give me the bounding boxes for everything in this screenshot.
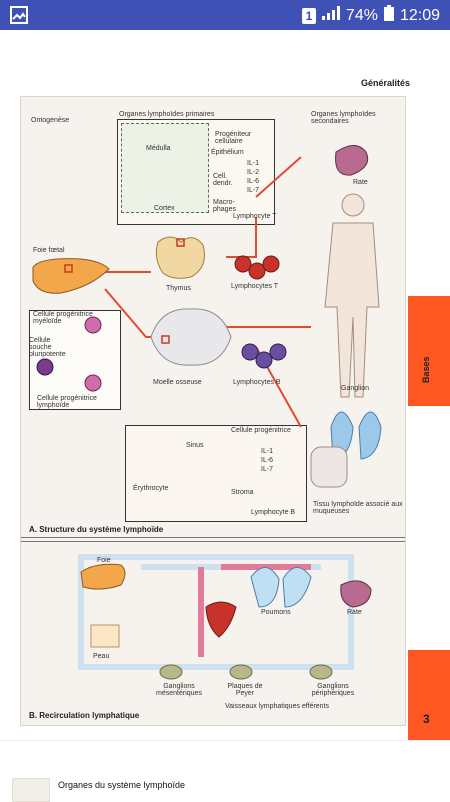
label-il-list: IL-1 IL-2 IL-6 IL-7 [247, 160, 260, 194]
label-cellule-prog-lymphoide: Cellule progénitrice lymphoïde [37, 395, 97, 409]
thymus-marker [176, 238, 185, 247]
sim-badge: 1 [301, 7, 316, 24]
battery-percent: 74% [345, 6, 378, 24]
side-tab-top [408, 296, 450, 406]
section-b-frame [21, 541, 405, 726]
page-view[interactable]: Généralités [0, 30, 450, 744]
next-page-caption[interactable]: Organes du système lymphoïde [58, 780, 186, 790]
lungs-b [250, 567, 312, 608]
label-ganglion: Ganglion [341, 385, 370, 392]
label-organes-primaires: Organes lymphoïdes primaires [119, 111, 215, 118]
thymus-shape [155, 236, 205, 279]
label-lymphocytes-t: Lymphocytes T [231, 283, 279, 290]
thymus-inner-box [121, 123, 209, 213]
label-peau: Peau [93, 653, 110, 660]
label-lymphocyte-t-small: Lymphocyte T [233, 213, 277, 220]
ganglion-node-1 [159, 664, 183, 680]
label-il-list-b: IL-1 IL-6 IL-7 [261, 448, 274, 473]
skin-b [90, 624, 120, 648]
side-tab-label: Bases [421, 356, 431, 383]
ganglion-node-2 [229, 664, 253, 680]
arrow-thymus-to-organs [226, 217, 257, 258]
label-tissu-lymphoide: Tissu lymphoïde associé aux muqueuses [313, 501, 403, 515]
label-plaques-peyer: Plaques de Peyer [227, 683, 263, 697]
label-organes-secondaires: Organes lymphoïdes secondaires [311, 111, 376, 125]
side-tab-bottom [408, 650, 450, 744]
status-bar: 1 74% 12:09 [0, 0, 450, 30]
label-poumons: Poumons [261, 609, 291, 616]
label-epithelium: Épithélium [211, 149, 244, 156]
page-header: Généralités [360, 78, 410, 88]
label-progeniteur-cellulaire: Progéniteur cellulaire [215, 131, 252, 145]
label-foie: Foie [97, 557, 111, 564]
label-thymus: Thymus [166, 285, 191, 292]
human-silhouette [324, 193, 380, 398]
section-a-title: A. Structure du système lymphoïde [29, 525, 164, 534]
label-macrophages: Macro-phages [213, 199, 236, 213]
label-lymphocytes-b: Lymphocytes B [233, 379, 281, 386]
lymphocytes-b-cluster [241, 343, 287, 369]
fetal-liver-shape [32, 258, 110, 294]
recirculation-diagram [78, 554, 354, 670]
ganglion-node-3 [309, 664, 333, 680]
section-a-frame [21, 97, 405, 538]
heart-b [205, 601, 237, 638]
marrow-detail-box [125, 425, 307, 522]
lymphoid-system-illustration [32, 145, 382, 680]
lymphoid-cell [84, 374, 102, 392]
pelvis-shape [150, 308, 232, 366]
label-erythrocyte: Érythrocyte [133, 485, 169, 492]
page-number: 3 [423, 712, 430, 726]
label-cellule-souche: Cellule souche pluripotente [29, 337, 66, 358]
myeloid-cell [84, 316, 102, 334]
signal-icon [321, 6, 340, 25]
label-lymphocyte-b-small: Lymphocyte B [251, 509, 296, 516]
label-ganglions-mesenteriques: Ganglions mésentériques [156, 683, 202, 697]
image-notification-icon [10, 6, 28, 29]
label-ganglions-peripheriques: Ganglions périphériques [311, 683, 355, 697]
pluripotent-cell [36, 358, 54, 376]
liver-marker [64, 264, 73, 273]
label-rate-b: Rate [347, 609, 362, 616]
arrow-liver-to-marrow [104, 288, 161, 338]
clock: 12:09 [399, 6, 440, 24]
arrow-to-rate [255, 156, 302, 198]
label-foie-foetal: Foie fœtal [33, 247, 65, 254]
next-page-thumbnail[interactable] [12, 778, 50, 802]
label-sinus: Sinus [186, 442, 204, 449]
section-b-title: B. Recirculation lymphatique [29, 711, 140, 720]
label-medulla: Médulla [146, 145, 171, 152]
label-cellule-prog-myeloide: Cellule progénitrice myéloïde [33, 311, 93, 325]
label-rate: Rate [353, 179, 368, 186]
label-moelle-osseuse: Moelle osseuse [153, 379, 202, 386]
label-ontogenese: Ontogenèse [31, 117, 70, 124]
marrow-marker [161, 335, 170, 344]
label-cortex: Cortex [154, 205, 175, 212]
label-cell-dendr: Cell. dendr. [213, 173, 233, 187]
lymphocytes-t-cluster [234, 255, 280, 280]
liver-b [80, 563, 126, 590]
spleen-shape [335, 145, 369, 176]
scanned-figure: Ontogenèse Organes lymphoïdes primaires … [20, 96, 406, 726]
mucosa-organs [310, 411, 382, 488]
battery-icon [383, 5, 394, 26]
bottom-bar [0, 740, 450, 801]
label-cellule-progenitrice: Cellule progénitrice [231, 427, 291, 434]
spleen-b [340, 580, 372, 608]
label-stroma: Stroma [231, 489, 254, 496]
label-vaisseaux-efferents: Vaisseaux lymphatiques efférents [225, 703, 330, 710]
